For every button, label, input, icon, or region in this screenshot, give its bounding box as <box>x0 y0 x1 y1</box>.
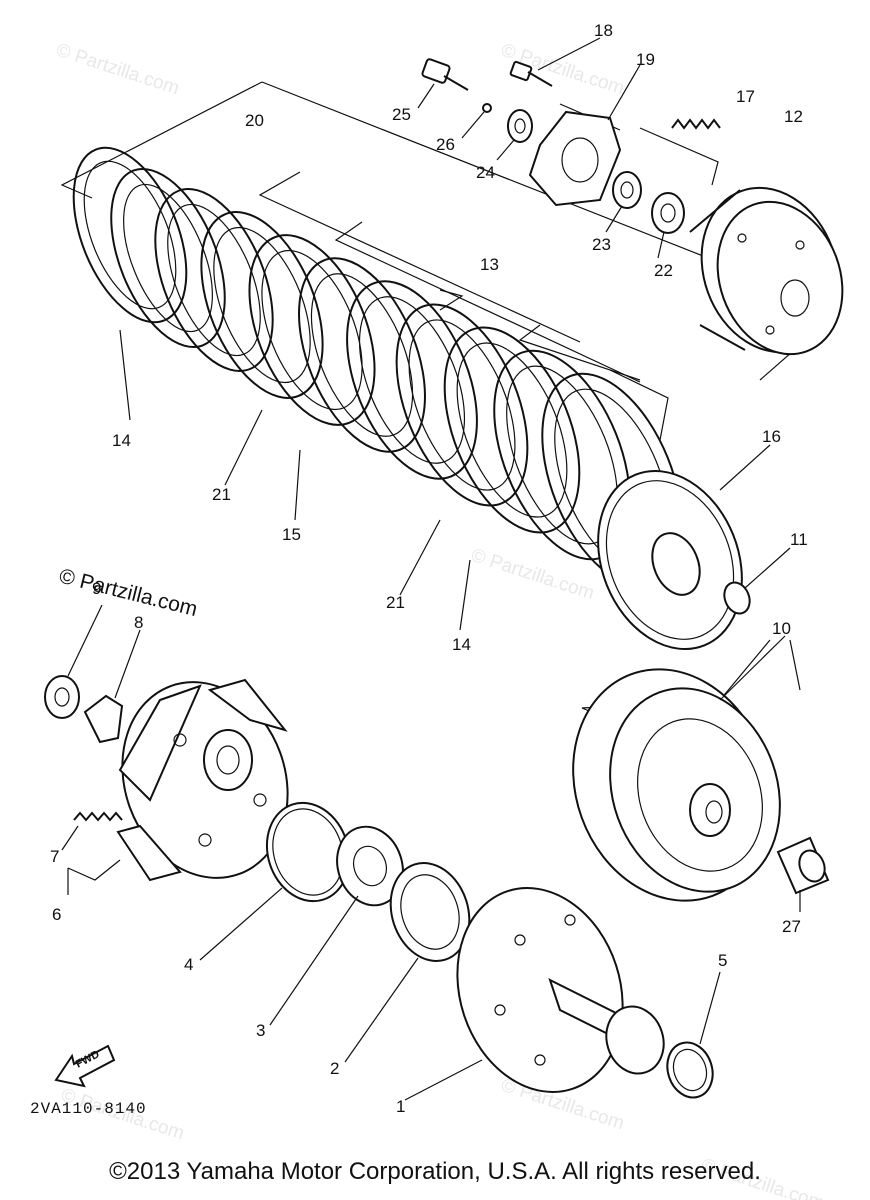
part-label: 17 <box>736 87 755 106</box>
leader-14-left <box>119 329 131 421</box>
pressure-plate <box>597 469 743 651</box>
thrust-washer <box>666 1041 714 1099</box>
part-label: 3 <box>256 1021 265 1040</box>
rings-and-bearings <box>265 801 471 962</box>
group-line-10b <box>789 639 801 691</box>
part-label: 9 <box>92 579 101 598</box>
leader-22 <box>657 231 665 259</box>
leader-24 <box>496 139 515 161</box>
part-label: 27 <box>782 917 801 936</box>
leader-21-left <box>224 409 263 486</box>
leader-23 <box>605 205 623 233</box>
part-label: 12 <box>784 107 803 126</box>
part-label: 22 <box>654 261 673 280</box>
group-line-6 <box>67 859 121 881</box>
leader-7 <box>61 825 79 851</box>
part-label: 26 <box>436 135 455 154</box>
leader-18 <box>537 37 601 71</box>
part-label: 5 <box>718 951 727 970</box>
part-label: 7 <box>50 847 59 866</box>
part-label: 10 <box>772 619 791 638</box>
clutch-spring <box>73 811 123 822</box>
lock-washer <box>723 581 751 615</box>
leader-16 <box>719 444 771 491</box>
leader-10 <box>719 635 786 701</box>
part-label: 2 <box>330 1059 339 1078</box>
leader-25 <box>417 83 435 109</box>
group-line-right <box>609 369 669 441</box>
leader-14-right <box>459 559 471 631</box>
leader-21-right <box>399 519 441 596</box>
group-line-20 <box>60 81 263 199</box>
leader-9 <box>67 604 103 677</box>
leader-3 <box>269 895 359 1026</box>
leader-1 <box>404 1059 483 1101</box>
part-label: 4 <box>184 955 193 974</box>
part-label: 19 <box>636 50 655 69</box>
centrifugal-clutch <box>116 678 289 882</box>
watermark: © Partzilla.com <box>53 40 181 100</box>
leader-11 <box>744 547 791 589</box>
part-label: 8 <box>134 613 143 632</box>
leader-5 <box>699 971 721 1045</box>
part-label: 1 <box>396 1097 405 1116</box>
leader-26 <box>461 111 485 139</box>
part-label: 23 <box>592 235 611 254</box>
watermark-dark: © Partzilla.com <box>57 565 200 622</box>
fwd-arrow-icon: FWD <box>54 1044 116 1088</box>
group-line-mid <box>518 324 641 381</box>
leader-4 <box>199 887 283 961</box>
part-label: 24 <box>476 163 495 182</box>
part-label: 20 <box>245 111 264 130</box>
diagram-code: 2VA110-8140 <box>30 1100 147 1118</box>
part-label: 13 <box>480 255 499 274</box>
group-line-17 <box>639 127 719 186</box>
bushing <box>776 836 830 895</box>
group-line-inner2 <box>334 221 641 383</box>
part-label: 21 <box>212 485 231 504</box>
part-label: 14 <box>112 431 131 450</box>
part-label: 6 <box>52 905 61 924</box>
upper-small-parts <box>421 58 721 234</box>
copyright-footer: ©2013 Yamaha Motor Corporation, U.S.A. A… <box>109 1158 761 1185</box>
leader-2 <box>344 957 419 1063</box>
clutch-housing <box>572 668 781 902</box>
nut-and-washer <box>44 675 124 744</box>
part-label: 18 <box>594 21 613 40</box>
part-label: 21 <box>386 593 405 612</box>
leader-8 <box>114 629 141 699</box>
part-labels: 18 19 25 26 24 17 12 20 23 22 13 14 21 1… <box>50 21 808 1116</box>
watermark: © Partzilla.com <box>468 545 596 605</box>
part-label: 16 <box>762 427 781 446</box>
part-label: 11 <box>790 530 808 549</box>
part-label: 25 <box>392 105 411 124</box>
group-line-inner <box>258 171 581 343</box>
part-label: 14 <box>452 635 471 654</box>
leader-15 <box>294 449 301 521</box>
leader-19 <box>607 64 641 121</box>
group-line-13 <box>439 289 464 311</box>
part-label: 15 <box>282 525 301 544</box>
clutch-boss <box>689 186 844 356</box>
clutch-carrier <box>456 887 665 1093</box>
